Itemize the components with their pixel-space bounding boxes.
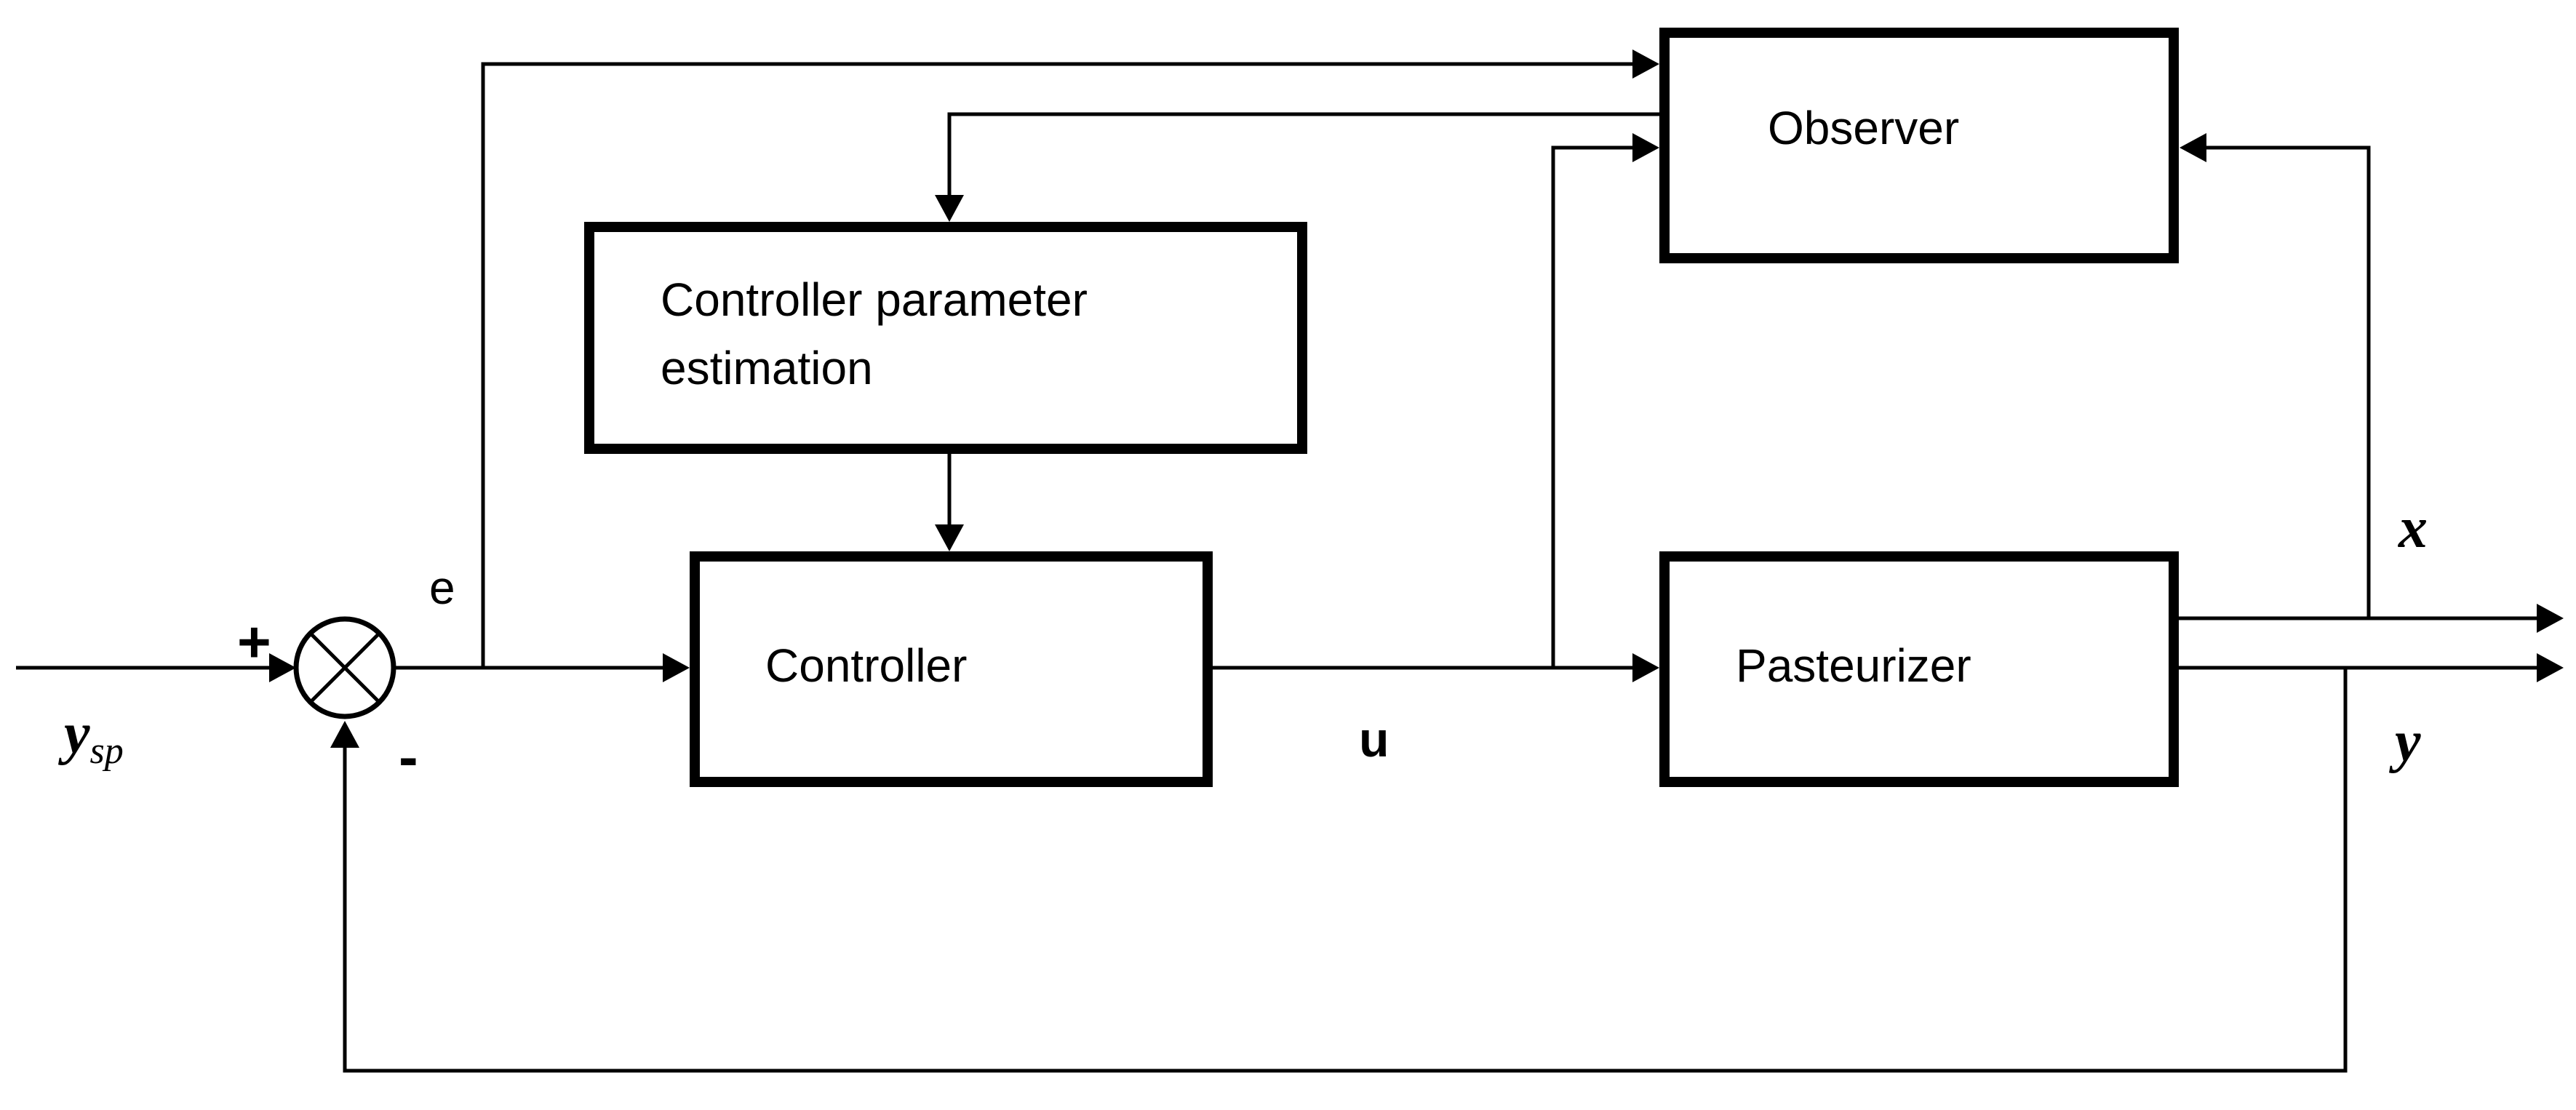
error-label: e — [429, 562, 455, 614]
output-arrowhead — [2537, 653, 2564, 682]
controller-parameter-estimation-block[interactable] — [584, 222, 1307, 454]
estimation-label-line-2: estimation — [661, 342, 873, 394]
summing-junction — [293, 616, 396, 719]
observer-to-estimation-arrowhead — [935, 195, 964, 222]
controller-label: Controller — [765, 639, 967, 692]
estimation-label-line-1: Controller parameter — [661, 273, 1088, 326]
setpoint-arrowhead — [269, 653, 296, 682]
summing-plus-sign: + — [237, 610, 271, 674]
control-label: u — [1359, 712, 1389, 767]
estimation-to-controller-arrowhead — [935, 524, 964, 551]
state-label: x — [2398, 496, 2428, 560]
output-label: y — [2388, 710, 2421, 774]
error-arrowhead — [663, 653, 690, 682]
state-output-arrowhead — [2537, 604, 2564, 633]
setpoint-label: ysp — [57, 702, 124, 772]
observer-to-estimation-wire — [947, 112, 1659, 204]
error-to-observer-arrowhead — [1632, 49, 1659, 79]
pasteurizer-label: Pasteurizer — [1736, 639, 1971, 692]
state-to-observer-arrowhead — [2180, 133, 2206, 162]
control-to-observer-arrowhead — [1632, 133, 1659, 162]
feedback-wire — [343, 668, 2348, 1073]
error-to-observer-wire — [481, 62, 1642, 668]
pasteurizer-block[interactable] — [1659, 551, 2179, 787]
feedback-arrowhead — [330, 721, 359, 748]
observer-block[interactable] — [1659, 28, 2179, 263]
observer-label: Observer — [1768, 102, 1959, 154]
summing-minus-sign: - — [399, 724, 418, 789]
control-arrowhead — [1632, 653, 1659, 682]
state-to-observer-wire — [2197, 145, 2371, 618]
control-to-observer-wire — [1551, 145, 1642, 668]
controller-block[interactable] — [690, 551, 1213, 787]
